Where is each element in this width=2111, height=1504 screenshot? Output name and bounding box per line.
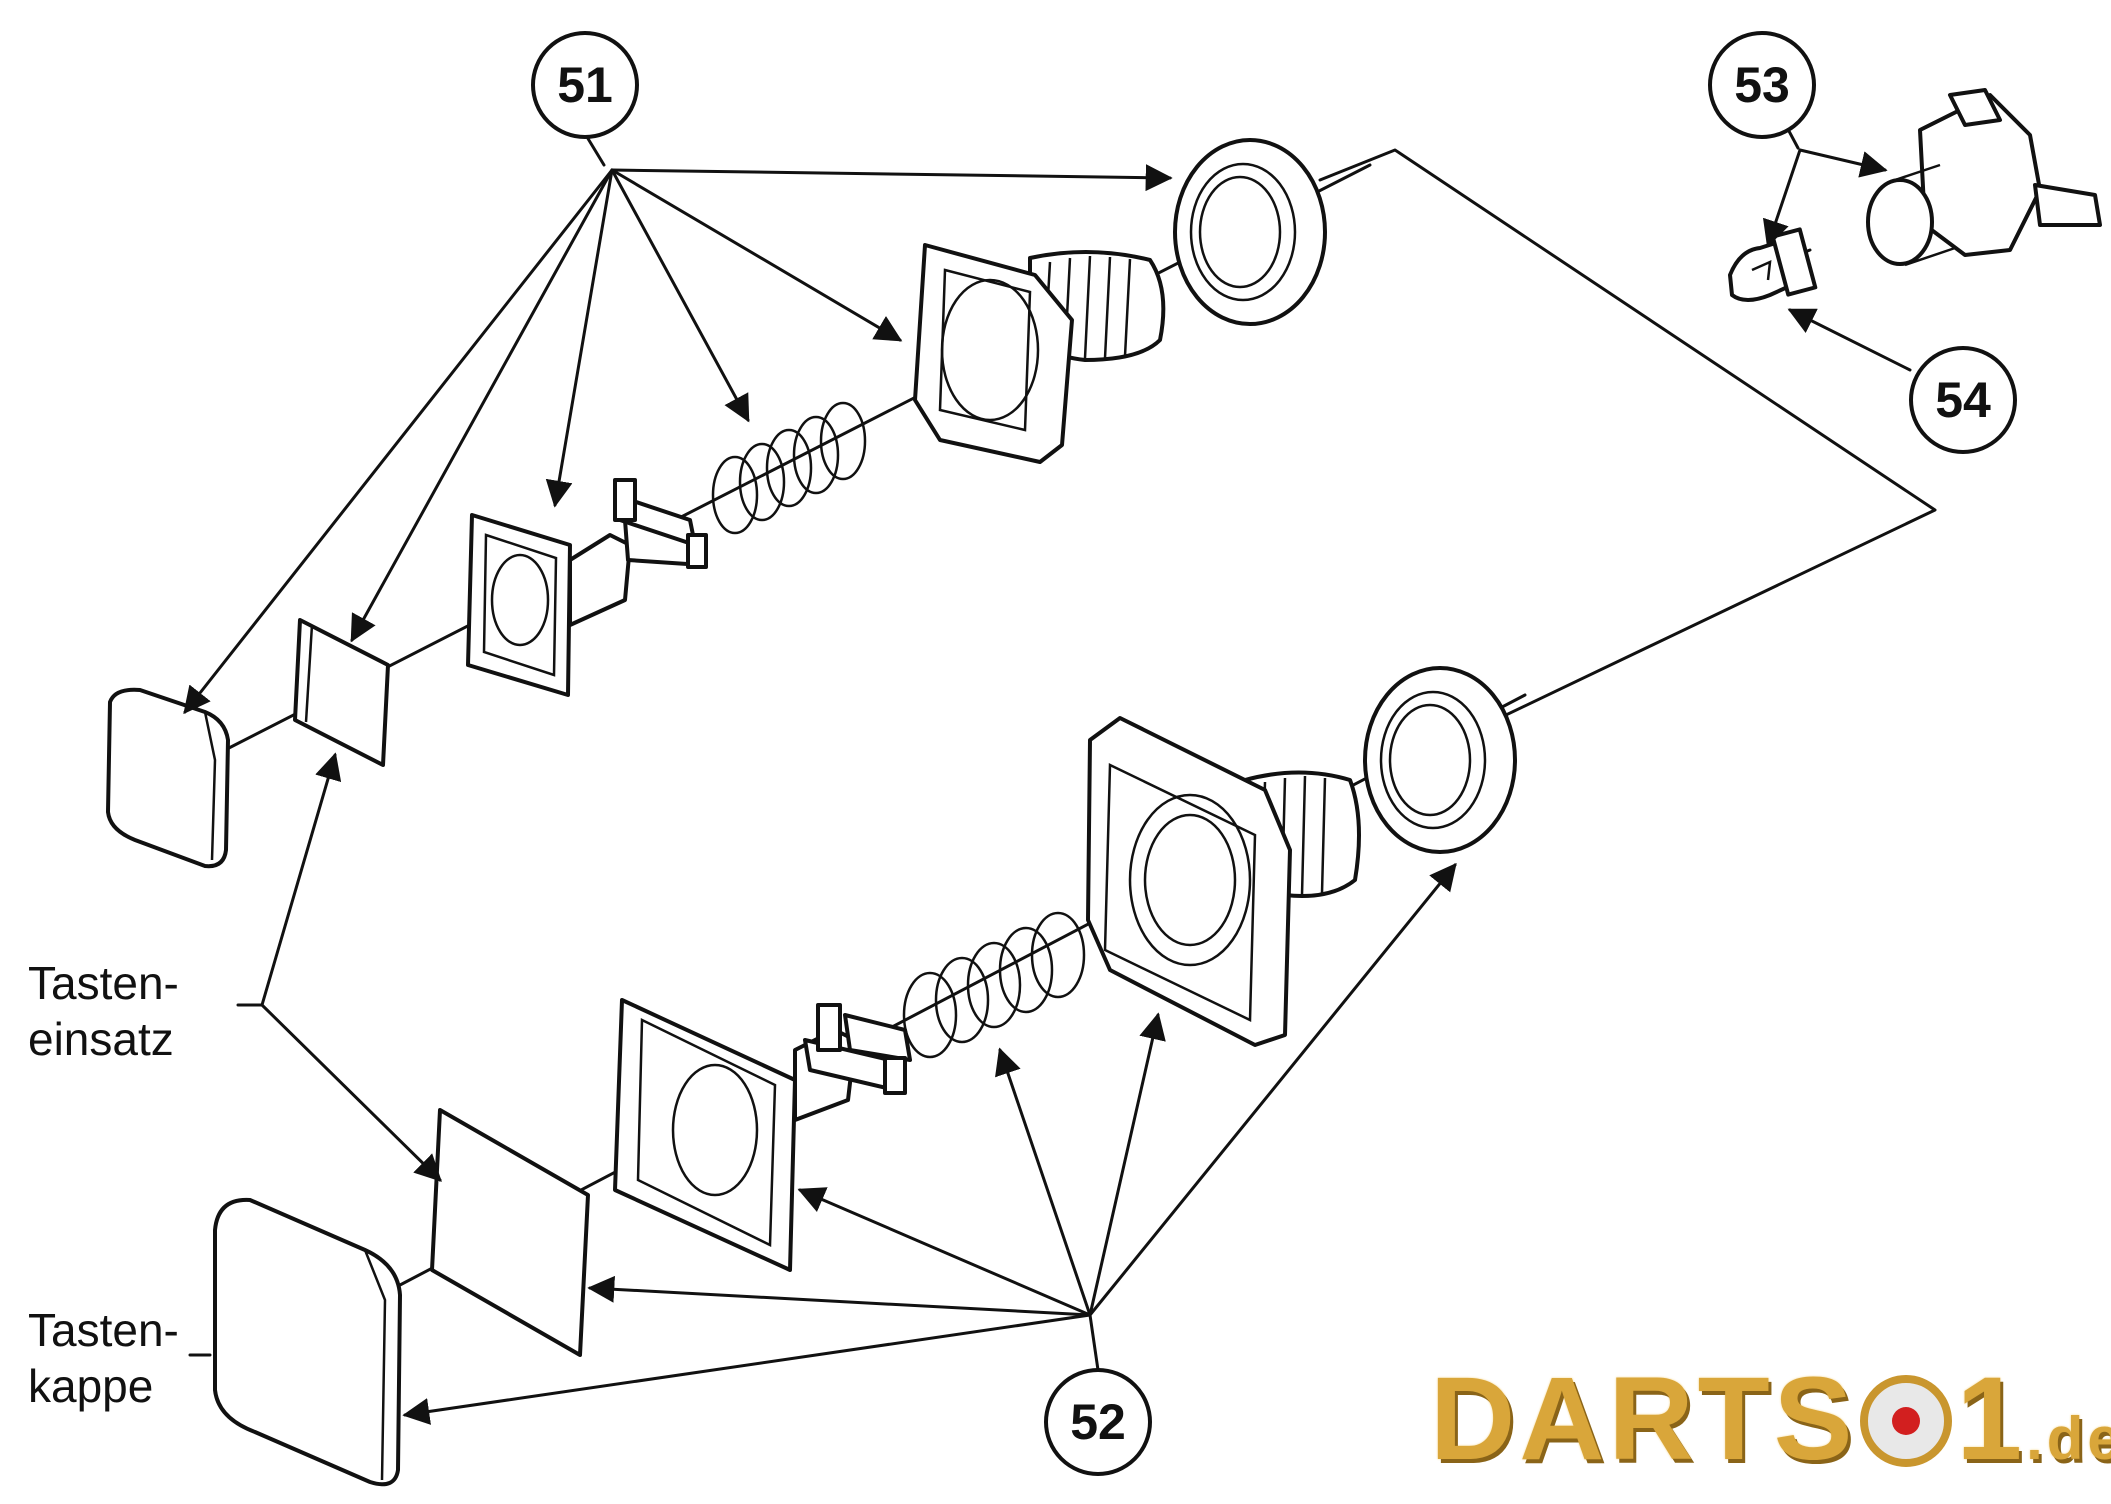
label-button-insert-line1: Tasten-	[28, 957, 179, 1009]
callout-53: 53	[1708, 31, 1816, 139]
label-button-insert-line2: einsatz	[28, 1013, 174, 1065]
label-button-insert: Tasten- einsatz	[28, 955, 179, 1067]
label-leaders	[188, 752, 442, 1357]
lower-button-cap	[213, 1197, 402, 1487]
label-button-cap-line1: Tasten-	[28, 1304, 179, 1356]
upper-housing	[913, 243, 1166, 464]
lower-nut	[1363, 666, 1517, 854]
callout-54: 54	[1909, 346, 2017, 454]
lower-housing	[1086, 716, 1361, 1047]
logo-suffix: .de	[2026, 1405, 2111, 1472]
lower-spring	[902, 911, 1086, 1059]
callout-53-number: 53	[1734, 57, 1790, 113]
logo-text-right: 1	[1956, 1353, 2027, 1485]
upper-holder	[466, 478, 708, 697]
callout-51-number: 51	[557, 57, 613, 113]
lower-button-insert	[430, 1108, 590, 1357]
label-button-cap: Tasten- kappe	[28, 1302, 179, 1414]
lamp-bulb	[1728, 227, 1818, 302]
callout-52-leaders	[402, 862, 1457, 1425]
callout-54-leaders	[1787, 308, 1912, 372]
label-button-cap-line2: kappe	[28, 1360, 154, 1412]
callout-51: 51	[531, 31, 639, 139]
lamp-socket	[1866, 88, 2102, 267]
callout-51-leaders	[183, 130, 1173, 715]
upper-spring	[711, 401, 867, 535]
lower-button-assembly	[213, 666, 1527, 1487]
lower-holder	[613, 998, 912, 1272]
lamp-socket-assembly	[1728, 88, 2102, 302]
logo-text-left: DARTS	[1430, 1353, 1857, 1485]
callout-52-number: 52	[1070, 1394, 1126, 1450]
callout-52: 52	[1044, 1368, 1152, 1476]
upper-button-cap	[106, 687, 230, 869]
upper-nut	[1173, 138, 1327, 326]
upper-button-assembly	[106, 138, 1937, 869]
logo-dartboard-icon	[1860, 1375, 1953, 1467]
callout-54-number: 54	[1935, 372, 1991, 428]
upper-button-insert	[293, 618, 390, 767]
upper-connector-line	[1318, 148, 1937, 727]
